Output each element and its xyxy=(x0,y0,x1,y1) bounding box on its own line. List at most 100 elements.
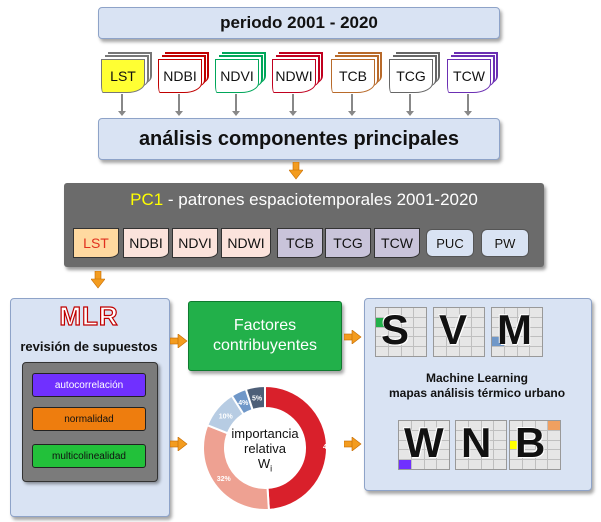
input-label: NDVI xyxy=(220,68,254,84)
grid-cell xyxy=(414,347,426,356)
input-doc-ndvi: NDVI xyxy=(215,59,259,93)
ml-top-s-grid xyxy=(375,307,427,357)
grid-cell xyxy=(424,460,437,469)
pc1-extra-pw: PW xyxy=(481,229,529,257)
pc1-chip-label: NDWI xyxy=(227,235,265,251)
input-doc-tcb: TCB xyxy=(331,59,375,93)
grid-cell xyxy=(530,337,542,347)
grid-cell xyxy=(399,440,411,450)
grid-cell xyxy=(411,460,424,469)
grid-cell xyxy=(510,440,522,450)
arrow-importance-to-ml xyxy=(344,437,362,451)
grid-cell xyxy=(434,337,446,347)
grid-cell xyxy=(399,421,411,430)
grid-cell xyxy=(522,460,535,469)
grid-cell xyxy=(446,327,459,337)
grid-cell xyxy=(388,308,401,317)
grid-cell xyxy=(522,421,535,430)
grid-cell xyxy=(468,430,481,440)
period-box: periodo 2001 - 2020 xyxy=(98,7,500,39)
pc1-title: PC1 - patrones espaciotemporales 2001-20… xyxy=(64,190,544,210)
grid-cell xyxy=(494,421,506,430)
weight-subscript: i xyxy=(270,463,273,474)
grid-cell xyxy=(414,327,426,337)
grid-cell xyxy=(399,450,411,460)
pc1-chip-tcg: TCG xyxy=(325,228,371,258)
grid-cell xyxy=(388,347,401,356)
grid-cell xyxy=(459,337,472,347)
grid-cell xyxy=(481,430,494,440)
grid-cell xyxy=(401,327,414,337)
donut-slice-4 xyxy=(244,384,266,412)
grid-cell xyxy=(517,317,530,327)
grid-cell xyxy=(548,421,560,430)
pca-label: análisis componentes principales xyxy=(138,127,460,150)
donut-label-4: 5% xyxy=(252,396,263,403)
grid-cell xyxy=(481,460,494,469)
grid-cell xyxy=(401,308,414,317)
grid-cell xyxy=(424,450,437,460)
grid-cell xyxy=(411,421,424,430)
grid-cell xyxy=(456,440,468,450)
input-arrow xyxy=(289,94,297,116)
importance-line-2: relativa xyxy=(244,441,286,456)
input-arrow xyxy=(406,94,414,116)
donut-label-0: 49% xyxy=(323,444,330,451)
grid-cell xyxy=(414,308,426,317)
grid-cell xyxy=(472,347,484,356)
grid-cell xyxy=(468,440,481,450)
grid-cell xyxy=(504,347,517,356)
grid-cell xyxy=(510,450,522,460)
grid-cell xyxy=(530,327,542,337)
grid-cell xyxy=(535,450,548,460)
grid-cell xyxy=(472,317,484,327)
input-label: TCB xyxy=(339,68,367,84)
pc1-chip-label: LST xyxy=(83,235,109,251)
arrow-factores-to-ml xyxy=(344,330,362,344)
grid-cell xyxy=(472,337,484,347)
pc1-extra-puc: PUC xyxy=(426,229,474,257)
grid-cell xyxy=(376,337,388,347)
grid-cell xyxy=(376,327,388,337)
ml-bottom-w-grid xyxy=(398,420,450,470)
pc1-chip-label: TCB xyxy=(286,235,314,251)
ml-top-s-letter: S xyxy=(381,306,410,353)
grid-cell xyxy=(388,337,401,347)
grid-cell xyxy=(481,450,494,460)
grid-cell xyxy=(517,327,530,337)
grid-cell xyxy=(510,430,522,440)
ml-caption-line-1: Machine Learning xyxy=(425,371,529,385)
importance-weight: Wi xyxy=(200,456,330,477)
grid-cell xyxy=(424,440,437,450)
grid-cell xyxy=(376,308,388,317)
donut-label-2: 10% xyxy=(219,413,234,420)
ml-top-m-letter: M xyxy=(497,306,532,353)
grid-cell xyxy=(424,430,437,440)
grid-cell xyxy=(424,421,437,430)
grid-cell xyxy=(414,317,426,327)
grid-cell xyxy=(401,347,414,356)
grid-cell xyxy=(535,430,548,440)
importance-center: importancia relativa Wi xyxy=(200,426,330,477)
grid-cell xyxy=(459,347,472,356)
input-doc-tcw: TCW xyxy=(447,59,491,93)
ml-bottom-n-grid xyxy=(455,420,507,470)
grid-cell xyxy=(494,430,506,440)
grid-cell xyxy=(494,460,506,469)
factores-label: Factores contribuyentes xyxy=(212,317,318,354)
assumption-label: autocorrelación xyxy=(54,379,124,391)
grid-cell xyxy=(446,308,459,317)
grid-cell xyxy=(481,440,494,450)
grid-cell xyxy=(504,317,517,327)
ml-caption-line-2: mapas análisis térmico urbano xyxy=(388,386,566,400)
input-label: TCG xyxy=(396,68,426,84)
ml-bottom-w-letter: W xyxy=(404,419,444,466)
grid-cell xyxy=(530,347,542,356)
assumption-label: normalidad xyxy=(64,413,114,425)
grid-cell xyxy=(459,327,472,337)
input-doc-lst: LST xyxy=(101,59,145,93)
grid-cell xyxy=(472,327,484,337)
pca-box: análisis componentes principales xyxy=(98,118,500,160)
assumption-0: autocorrelación xyxy=(32,373,146,397)
weight-symbol: W xyxy=(257,456,271,471)
